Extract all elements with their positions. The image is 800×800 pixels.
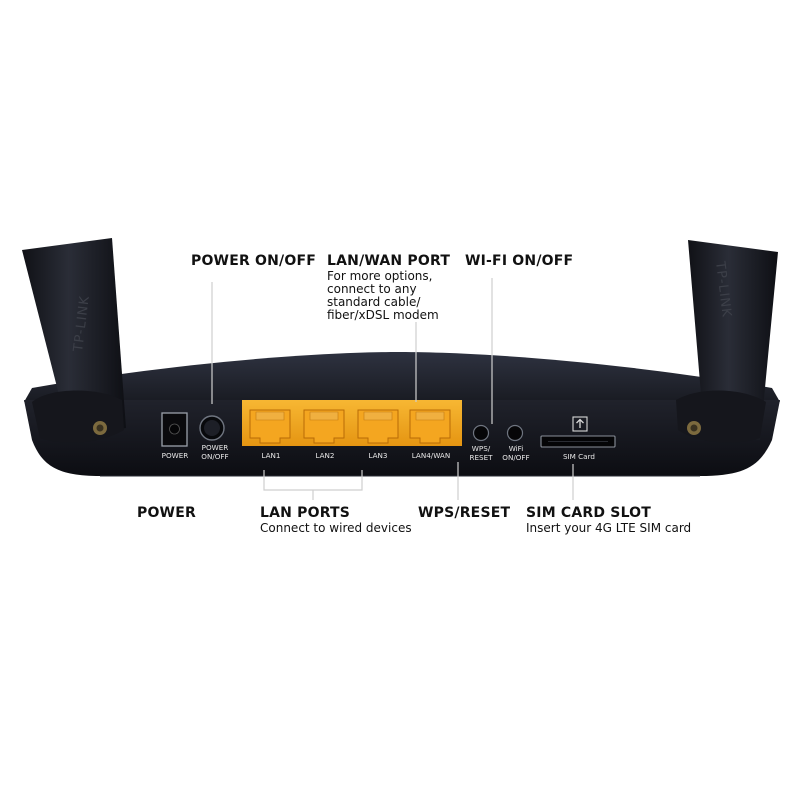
wps-reset-label-1: WPS/ xyxy=(472,444,491,453)
callout-lan-wan: LAN/WAN PORT For more options, connect t… xyxy=(327,253,450,322)
sim-card-slot: SIM Card xyxy=(540,416,616,461)
callout-lan-ports: LAN PORTS Connect to wired devices xyxy=(260,505,412,535)
power-jack-label: POWER xyxy=(162,451,189,460)
lan3-port xyxy=(357,409,399,444)
callout-power-onoff-title: POWER ON/OFF xyxy=(191,253,316,269)
callout-wps-reset: WPS/RESET xyxy=(418,505,510,522)
callout-lan-ports-title: LAN PORTS xyxy=(260,505,351,521)
callout-wps-reset-title: WPS/RESET xyxy=(418,505,511,521)
callout-sim-slot-desc: Insert your 4G LTE SIM card xyxy=(526,521,692,535)
callout-lan-wan-desc-line: connect to any xyxy=(327,282,417,296)
callout-lan-wan-desc-line: For more options, xyxy=(327,269,433,283)
lan3-label: LAN3 xyxy=(368,451,387,460)
wifi-onoff-button: WiFi ON/OFF xyxy=(502,424,530,462)
callout-lan-ports-desc: Connect to wired devices xyxy=(260,521,412,535)
power-jack: POWER xyxy=(161,412,189,460)
sim-card-label: SIM Card xyxy=(563,452,595,461)
callout-sim-slot-title: SIM CARD SLOT xyxy=(526,505,652,521)
callout-lines xyxy=(211,278,574,500)
callout-lan-wan-desc: For more options, connect to any standar… xyxy=(327,270,450,322)
power-onoff-label-1: POWER xyxy=(202,443,229,452)
callout-lan-wan-desc-line: standard cable/ xyxy=(327,295,421,309)
right-antenna: TP-LINK xyxy=(676,240,778,443)
callout-wifi-onoff: WI-FI ON/OFF xyxy=(465,253,573,270)
upload-arrow-icon xyxy=(572,416,588,432)
callout-sim-slot: SIM CARD SLOT Insert your 4G LTE SIM car… xyxy=(526,505,691,535)
lan2-port xyxy=(303,409,345,444)
lan2-label: LAN2 xyxy=(315,451,334,460)
router-top-shell xyxy=(24,352,780,402)
callout-power: POWER xyxy=(137,505,196,522)
wps-reset-button: WPS/ RESET xyxy=(469,424,493,462)
callout-lan-wan-desc-line: fiber/xDSL modem xyxy=(327,308,439,322)
wps-reset-label-2: RESET xyxy=(469,453,493,462)
wifi-onoff-label-1: WiFi xyxy=(509,444,524,453)
lan1-label: LAN1 xyxy=(261,451,280,460)
callout-wifi-onoff-title: WI-FI ON/OFF xyxy=(465,253,574,269)
left-antenna-logo: TP-LINK xyxy=(71,295,93,354)
callout-lan-wan-title: LAN/WAN PORT xyxy=(327,253,451,269)
right-antenna-logo: TP-LINK xyxy=(712,260,734,319)
left-antenna: TP-LINK xyxy=(22,238,126,443)
callout-power-title: POWER xyxy=(137,505,196,521)
lan4wan-label: LAN4/WAN xyxy=(412,451,450,460)
lan-port-block: LAN1 LAN2 LAN3 LAN4/WAN xyxy=(242,400,462,460)
wifi-onoff-label-2: ON/OFF xyxy=(502,453,529,462)
power-onoff-button: POWER ON/OFF xyxy=(199,415,229,461)
callout-power-onoff: POWER ON/OFF xyxy=(191,253,316,270)
power-onoff-label-2: ON/OFF xyxy=(201,452,228,461)
lan1-port xyxy=(249,409,291,444)
lan4wan-port xyxy=(409,409,451,444)
